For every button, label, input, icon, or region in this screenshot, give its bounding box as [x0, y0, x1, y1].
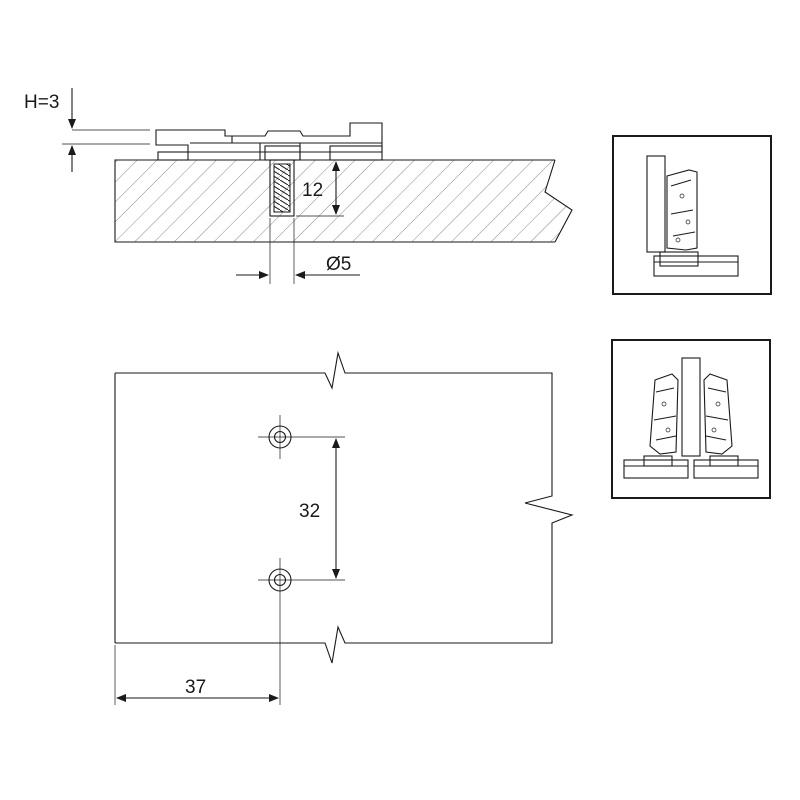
- panel-outline: [115, 350, 574, 664]
- double-hinge-view-icon: [611, 339, 771, 499]
- height-label: H=3: [24, 92, 59, 113]
- board-break-line: [544, 159, 573, 243]
- mounting-plate: [155, 122, 383, 161]
- hole-upper: [258, 415, 345, 459]
- depth-label: 12: [302, 180, 323, 201]
- hinge-side-view-icon: [612, 135, 772, 295]
- plan-view: 32 37: [114, 350, 574, 705]
- spacing-label: 32: [299, 501, 320, 522]
- screw-thread: [273, 163, 291, 213]
- hole-lower: [258, 558, 345, 705]
- diameter-label: Ø5: [326, 254, 351, 275]
- section-view: H=3 12 Ø5: [24, 88, 573, 284]
- edge-distance-label: 37: [185, 677, 206, 698]
- board-section: [115, 160, 572, 242]
